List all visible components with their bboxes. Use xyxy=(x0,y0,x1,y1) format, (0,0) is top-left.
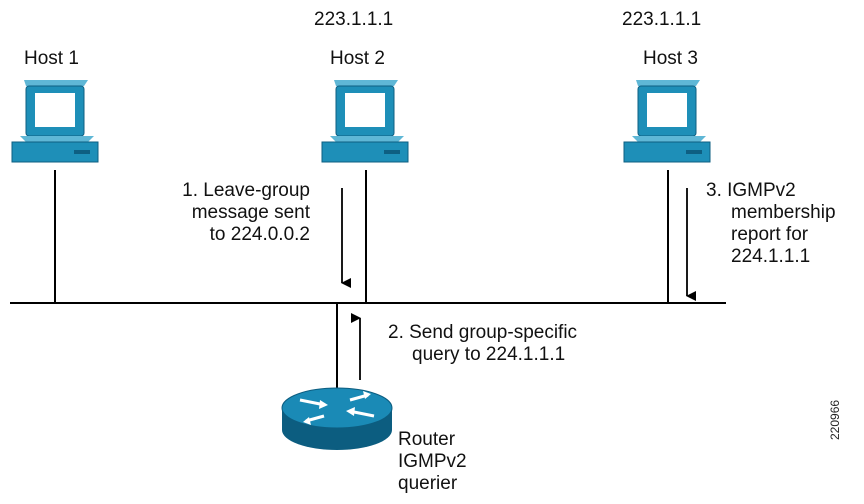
step-2-line-2: query to 224.1.1.1 xyxy=(412,344,566,365)
step-3-line-3: report for xyxy=(731,224,809,245)
step-1-line-1: 1. Leave-group xyxy=(182,180,310,201)
host-2-address: 223.1.1.1 xyxy=(314,9,394,30)
router-label: Router IGMPv2 querier xyxy=(398,429,467,495)
router-label-line-3: querier xyxy=(398,473,458,494)
router-label-line-1: Router xyxy=(398,429,456,450)
router-label-line-2: IGMPv2 xyxy=(398,451,467,472)
step-3-line-1: 3. IGMPv2 xyxy=(706,180,796,201)
step-2-line-1: 2. Send group-specific xyxy=(388,322,578,343)
step-3-line-2: membership xyxy=(731,202,836,223)
step-1-label: 1. Leave-group message sent to 224.0.0.2 xyxy=(150,180,310,246)
host-1-computer-icon xyxy=(11,80,99,163)
step-2-label: 2. Send group-specific query to 224.1.1.… xyxy=(388,322,577,366)
step-1-line-2: message sent xyxy=(191,202,310,223)
host-1-label: Host 1 xyxy=(24,48,79,69)
step-3-line-4: 224.1.1.1 xyxy=(731,246,811,267)
figure-id: 220966 xyxy=(828,399,842,440)
host-2-label: Host 2 xyxy=(330,48,385,69)
host-3-address: 223.1.1.1 xyxy=(622,9,702,30)
host-2-computer-icon xyxy=(321,80,409,163)
router-icon xyxy=(281,387,393,450)
step-1-line-3: to 224.0.0.2 xyxy=(209,224,310,245)
host-3-label: Host 3 xyxy=(643,48,698,69)
step-3-label: 3. IGMPv2 membership report for 224.1.1.… xyxy=(704,180,864,268)
host-3-computer-icon xyxy=(623,80,711,163)
